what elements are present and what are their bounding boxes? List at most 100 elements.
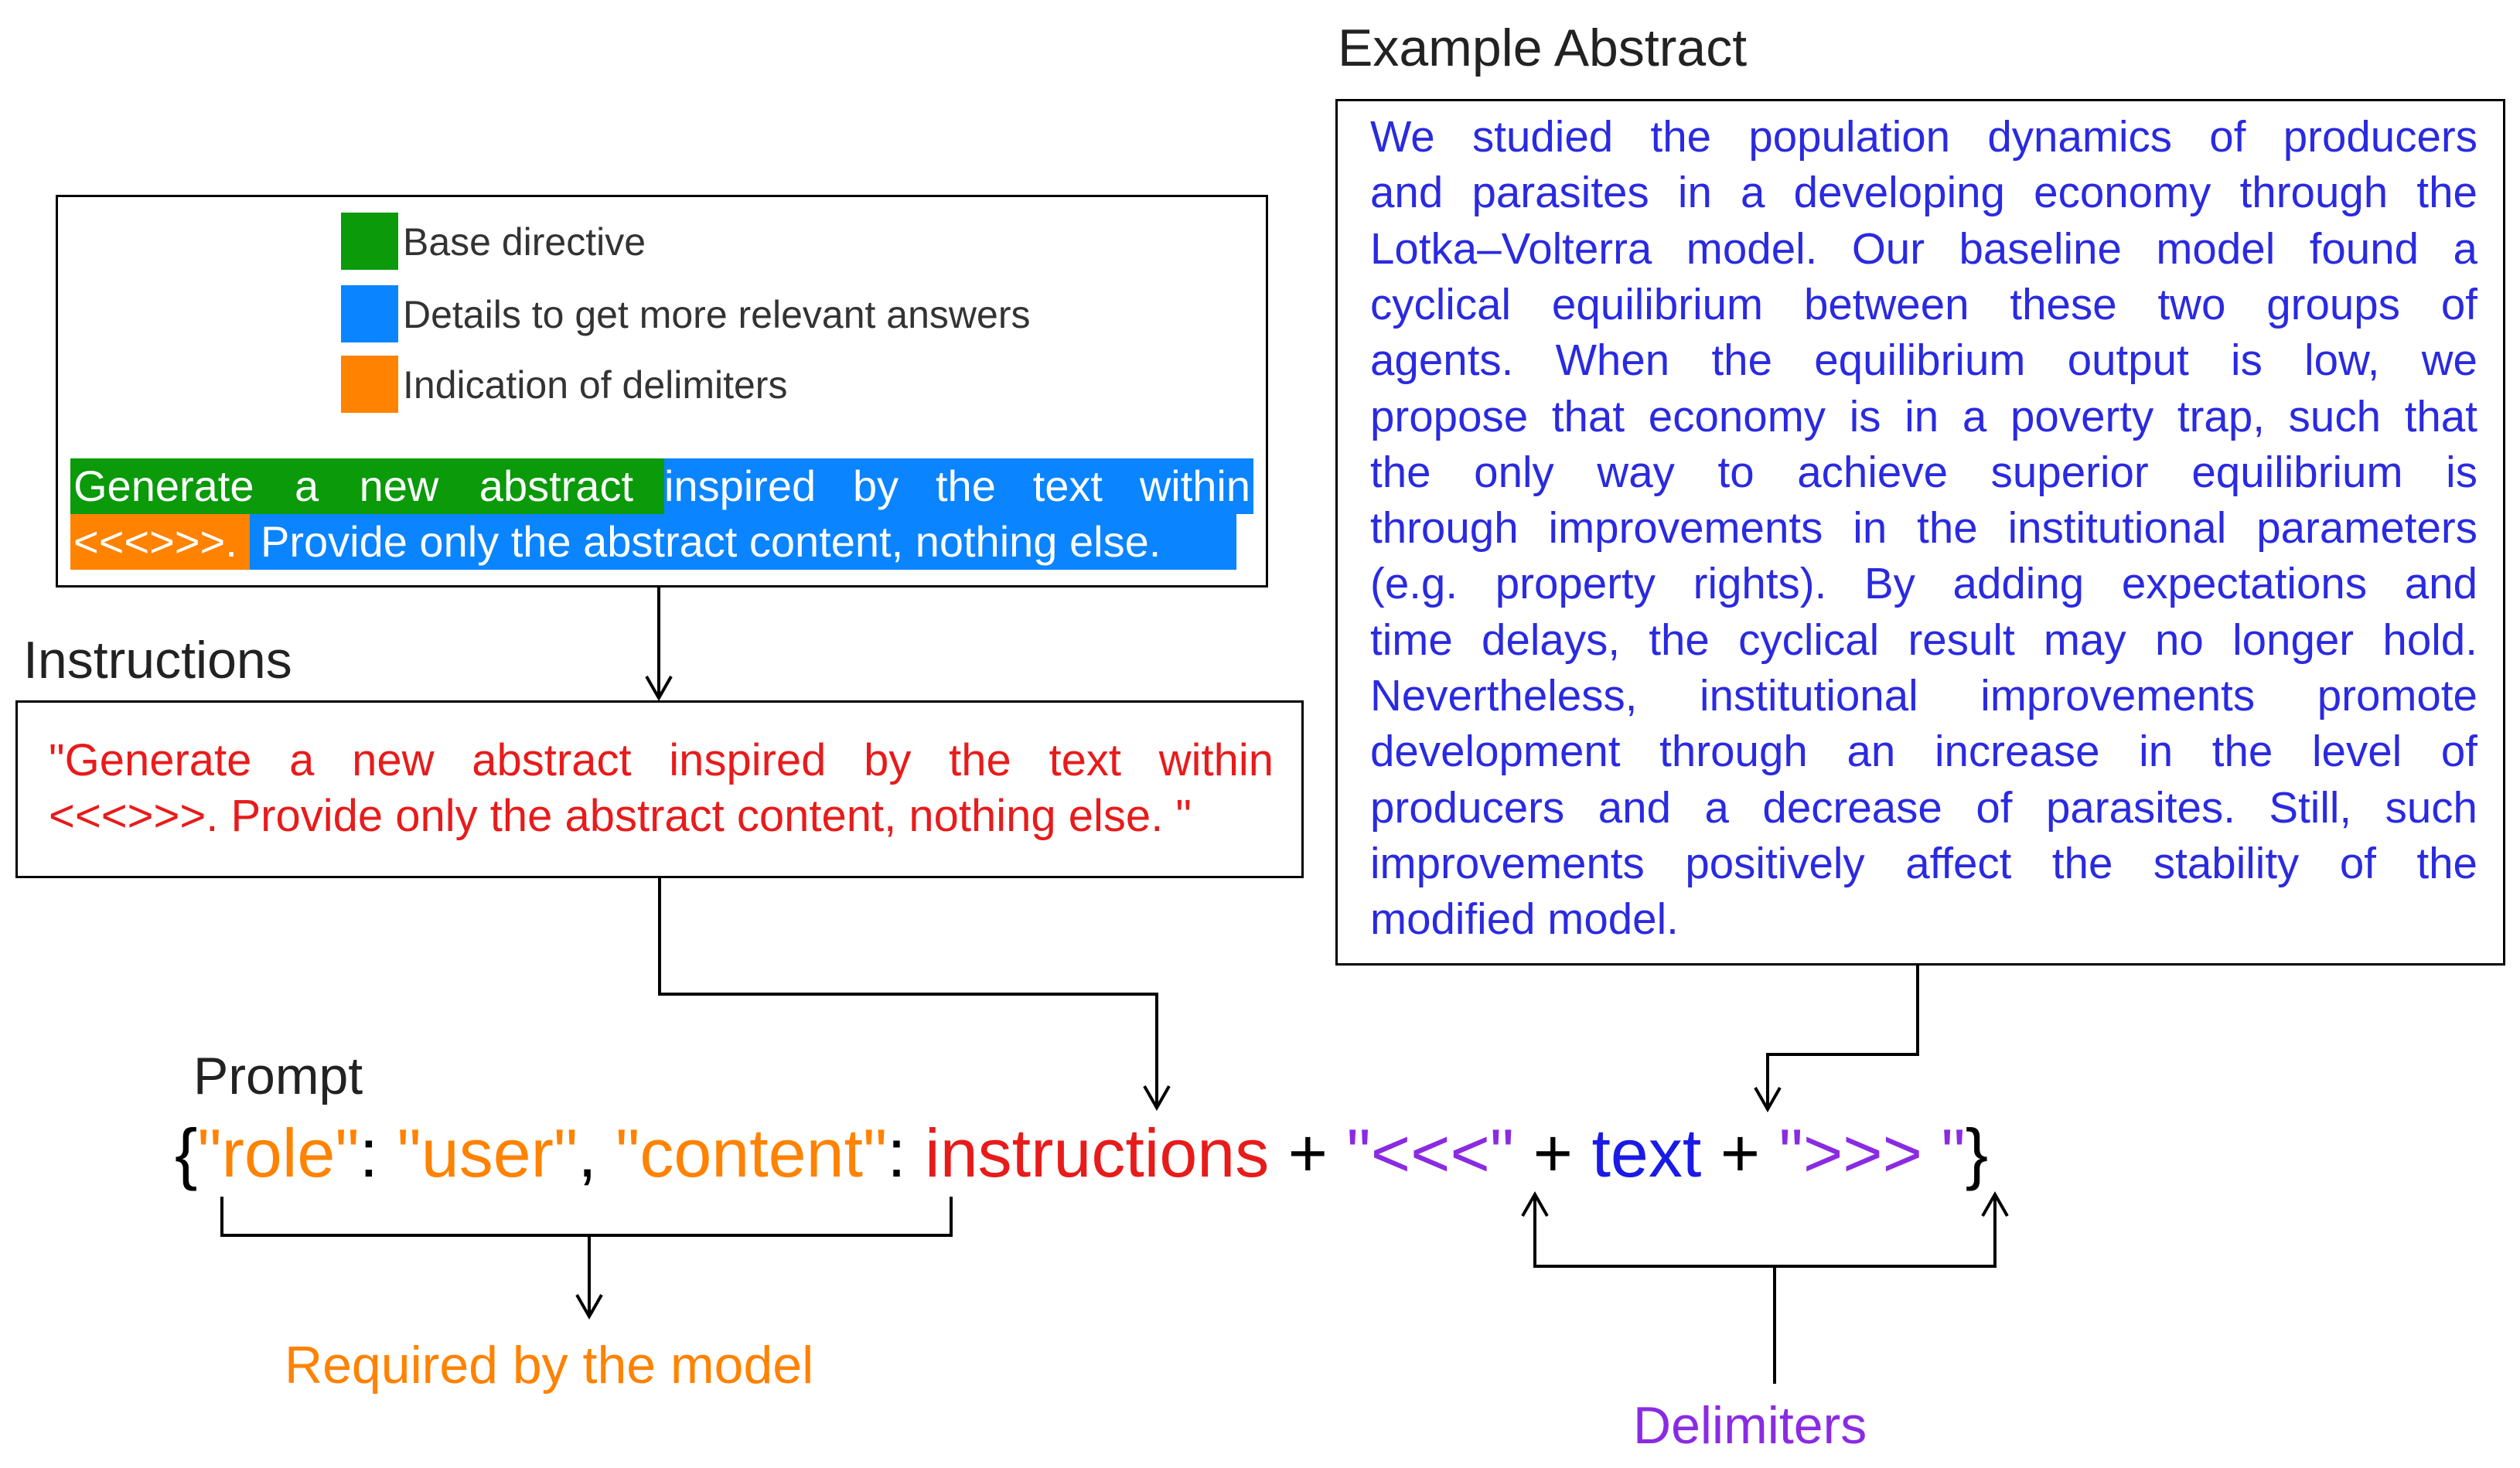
abstract-word: the <box>1711 335 1772 385</box>
abstract-word: When <box>1555 335 1670 385</box>
delimiters-label: Delimiters <box>1633 1396 1867 1455</box>
word: abstract <box>479 462 633 510</box>
word: new <box>352 735 435 785</box>
abstract-word: time <box>1370 615 1453 664</box>
word: within <box>1158 735 1274 785</box>
word: inspired <box>669 735 827 785</box>
abstract-word: through <box>1370 503 1519 553</box>
abstract-word: cyclical <box>1370 279 1512 329</box>
abstract-word: found <box>2309 223 2419 273</box>
abstract-word: property <box>1495 559 1656 608</box>
abstract-word: may <box>2043 615 2126 664</box>
open-brace: { <box>175 1115 198 1191</box>
legend-swatch-details <box>341 285 398 342</box>
instructions-term: instructions <box>925 1115 1270 1191</box>
open-delimiter: "<<<" <box>1346 1115 1515 1191</box>
arrow-head <box>1981 1190 2009 1217</box>
abstract-word: in <box>1677 168 1712 217</box>
word: "Generate <box>49 735 252 785</box>
plus-operator: + <box>1269 1115 1347 1191</box>
word: a <box>294 462 319 510</box>
instructions-to-prompt-arrow <box>658 878 1158 1105</box>
abstract-word: a <box>2453 223 2477 273</box>
legend-label-base-directive: Base directive <box>403 220 646 264</box>
abstract-word: result <box>1908 615 2015 664</box>
abstract-word: a <box>1962 391 1987 441</box>
abstract-word: economy <box>1648 391 1826 441</box>
comma: , <box>578 1115 616 1191</box>
colon: : <box>359 1115 397 1191</box>
abstract-word: We <box>1370 112 1435 161</box>
abstract-word: a <box>1704 782 1729 832</box>
plus-operator: + <box>1514 1115 1592 1191</box>
abstract-word: in <box>2139 727 2174 776</box>
abstract-word: affect <box>1905 838 2012 887</box>
abstract-word: in <box>1853 503 1887 553</box>
abstract-word: Still, <box>2269 782 2352 832</box>
abstract-word: that <box>1551 391 1625 441</box>
abstract-word: and <box>1370 168 1444 217</box>
details-highlight-2: Provide only the abstract content, nothi… <box>250 514 1236 570</box>
required-by-model-label: Required by the model <box>285 1336 814 1395</box>
abstract-word: of <box>2440 727 2477 776</box>
abstract-word: Our <box>1851 223 1925 273</box>
abstract-word: of <box>2209 112 2246 161</box>
abstract-word: institutional <box>1700 671 1918 720</box>
abstract-word: the <box>2416 838 2477 887</box>
base-directive-highlight: Generate a new abstract <box>70 458 664 514</box>
abstract-word: dynamics <box>1987 112 2173 161</box>
arrow-head <box>1143 1085 1171 1112</box>
abstract-word: positively <box>1685 838 1865 887</box>
highlighted-line-1: Generate a new abstract inspired by the … <box>70 458 1253 514</box>
word: a <box>289 735 315 785</box>
instructions-line-2: <<<>>>. Provide only the abstract conten… <box>49 791 1192 841</box>
user-value: "user" <box>397 1115 578 1191</box>
legend-label-details: Details to get more relevant answers <box>403 293 1031 336</box>
colon: : <box>887 1115 926 1191</box>
arrow-head <box>645 676 673 702</box>
abstract-word: no <box>2154 615 2204 664</box>
abstract-word: the <box>1917 503 1978 553</box>
abstract-word: population <box>1748 112 1951 161</box>
instructions-box: "Generate a new abstract inspired by the… <box>15 700 1304 878</box>
abstract-word: through <box>2239 168 2389 217</box>
abstract-word: parasites <box>1471 168 1649 217</box>
instructions-line-1: "Generate a new abstract inspired by the… <box>49 738 1274 783</box>
content-key: "content" <box>616 1115 888 1191</box>
prompt-formula: {"role": "user", "content": instructions… <box>175 1119 1988 1187</box>
abstract-word: baseline <box>1959 223 2122 273</box>
text-term: text <box>1591 1115 1702 1191</box>
word: by <box>864 735 912 785</box>
abstract-word: of <box>1976 782 2013 832</box>
abstract-word: we <box>2421 335 2477 385</box>
abstract-word: an <box>1847 727 1896 776</box>
legend-box: Base directive Details to get more relev… <box>56 195 1268 588</box>
abstract-word: Lotka–Volterra <box>1370 223 1652 273</box>
abstract-word: agents. <box>1370 335 1514 385</box>
abstract-word: equilibrium <box>2191 447 2403 496</box>
abstract-word: (e.g. <box>1370 559 1458 608</box>
arrow-head <box>1521 1190 1549 1217</box>
arrow-head <box>575 1294 603 1320</box>
abstract-word: hold. <box>2382 615 2477 664</box>
abstract-word: decrease <box>1762 782 1942 832</box>
word: the <box>949 735 1011 785</box>
abstract-word: achieve <box>1797 447 1948 496</box>
arrow-head <box>1754 1087 1782 1113</box>
abstract-word: to <box>1717 447 1754 496</box>
highlighted-line-2: <<<>>>.Provide only the abstract content… <box>70 514 1253 570</box>
abstract-word: the <box>2051 838 2113 887</box>
abstract-word: level <box>2311 727 2402 776</box>
abstract-word: the <box>1370 447 1431 496</box>
abstract-word: such <box>2288 391 2382 441</box>
